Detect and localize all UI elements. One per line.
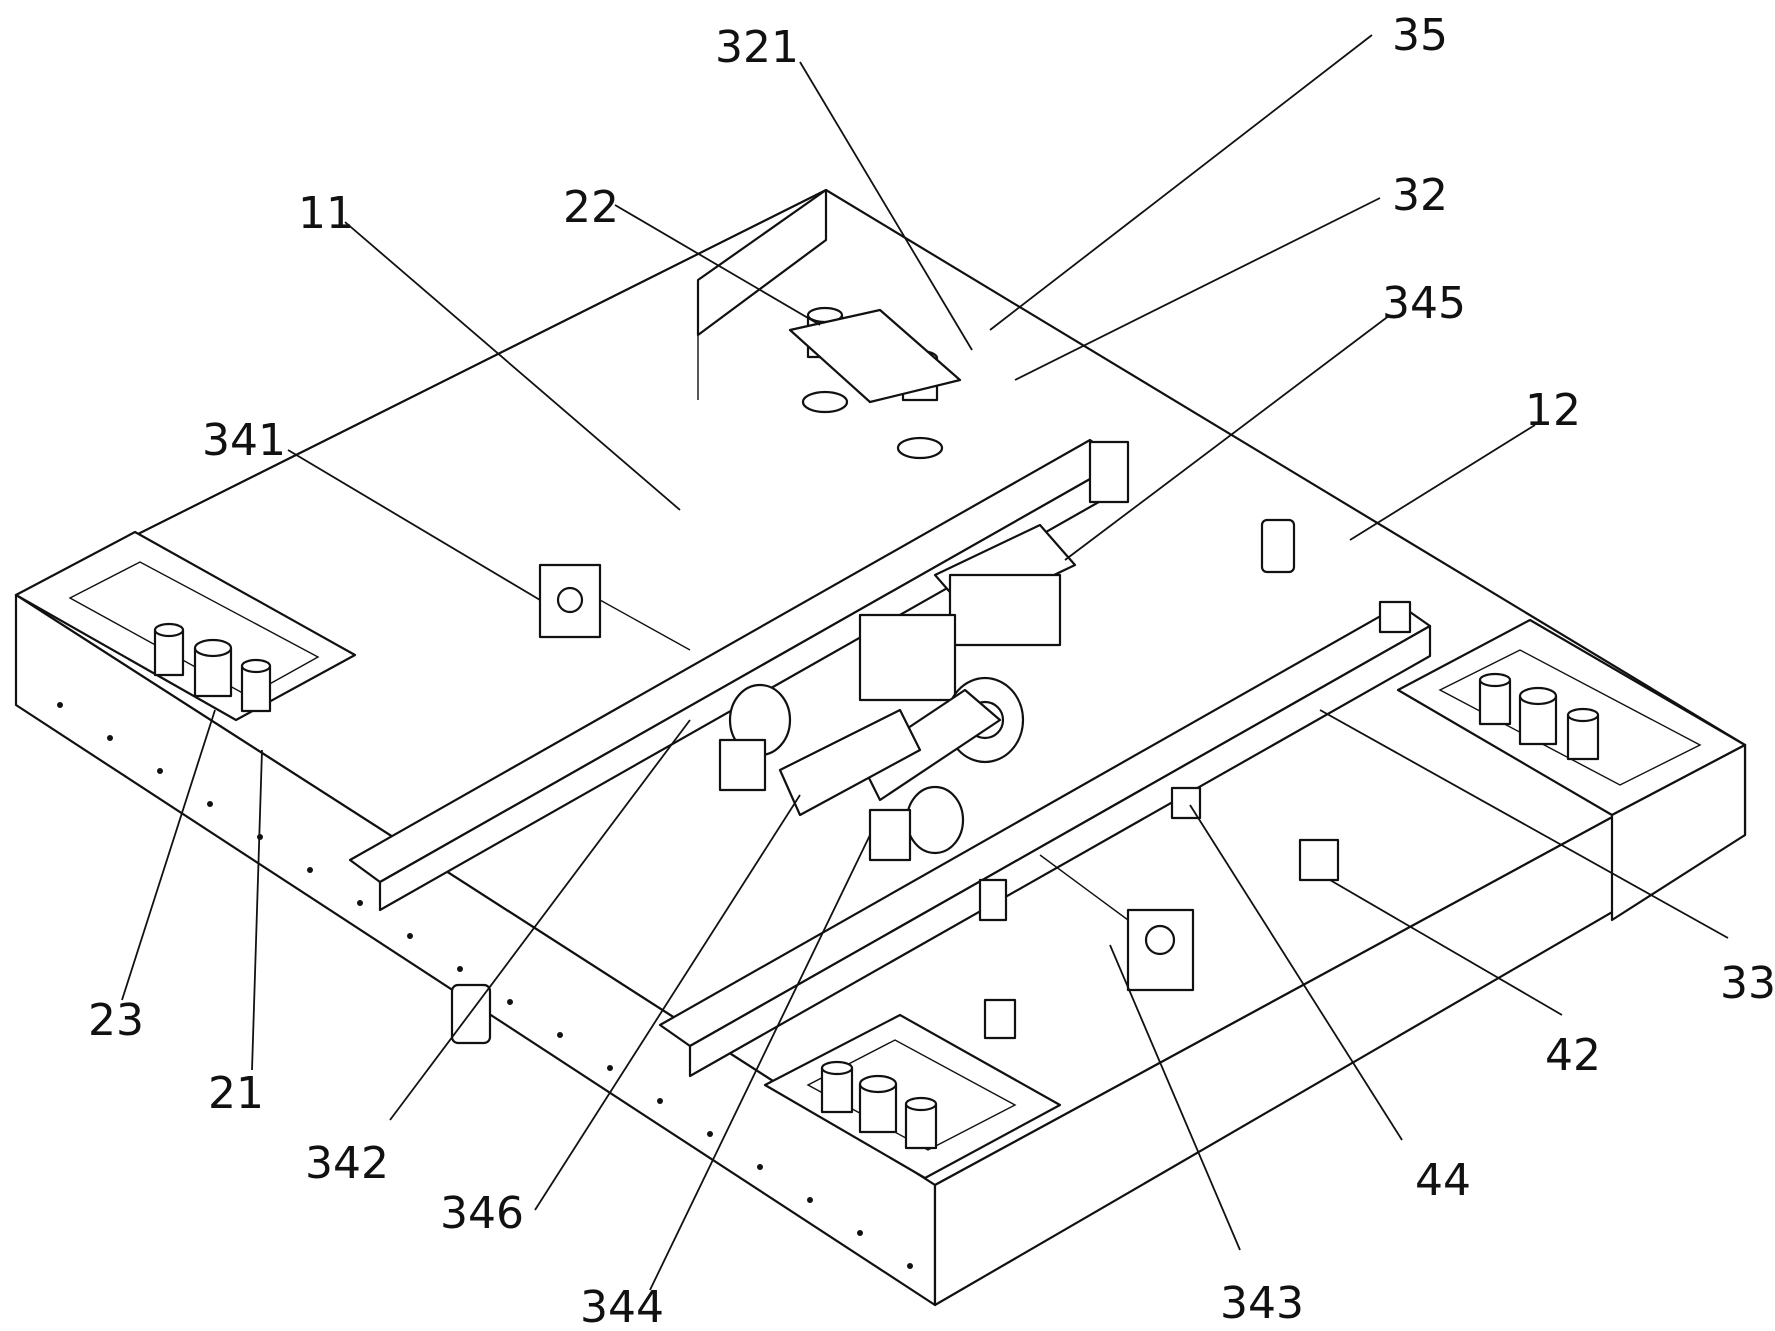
label-21: 21 <box>208 1068 264 1119</box>
label-321: 321 <box>715 22 799 73</box>
label-35: 35 <box>1392 10 1448 61</box>
label-342: 342 <box>305 1138 389 1189</box>
bracket-42 <box>1300 840 1338 880</box>
label-33: 33 <box>1720 958 1775 1009</box>
label-346: 346 <box>440 1188 524 1239</box>
label-344: 344 <box>580 1282 664 1331</box>
label-22: 22 <box>563 182 619 233</box>
label-12: 12 <box>1525 385 1581 436</box>
label-343: 343 <box>1220 1278 1304 1329</box>
sensor-tab <box>980 880 1006 920</box>
label-23: 23 <box>88 995 144 1046</box>
label-42: 42 <box>1545 1030 1601 1081</box>
access-window-rear <box>1262 520 1294 572</box>
bracket-small <box>985 1000 1015 1038</box>
label-345: 345 <box>1382 278 1466 329</box>
label-11: 11 <box>298 188 354 239</box>
label-32: 32 <box>1392 170 1448 221</box>
label-44: 44 <box>1415 1155 1471 1206</box>
label-341: 341 <box>202 415 286 466</box>
